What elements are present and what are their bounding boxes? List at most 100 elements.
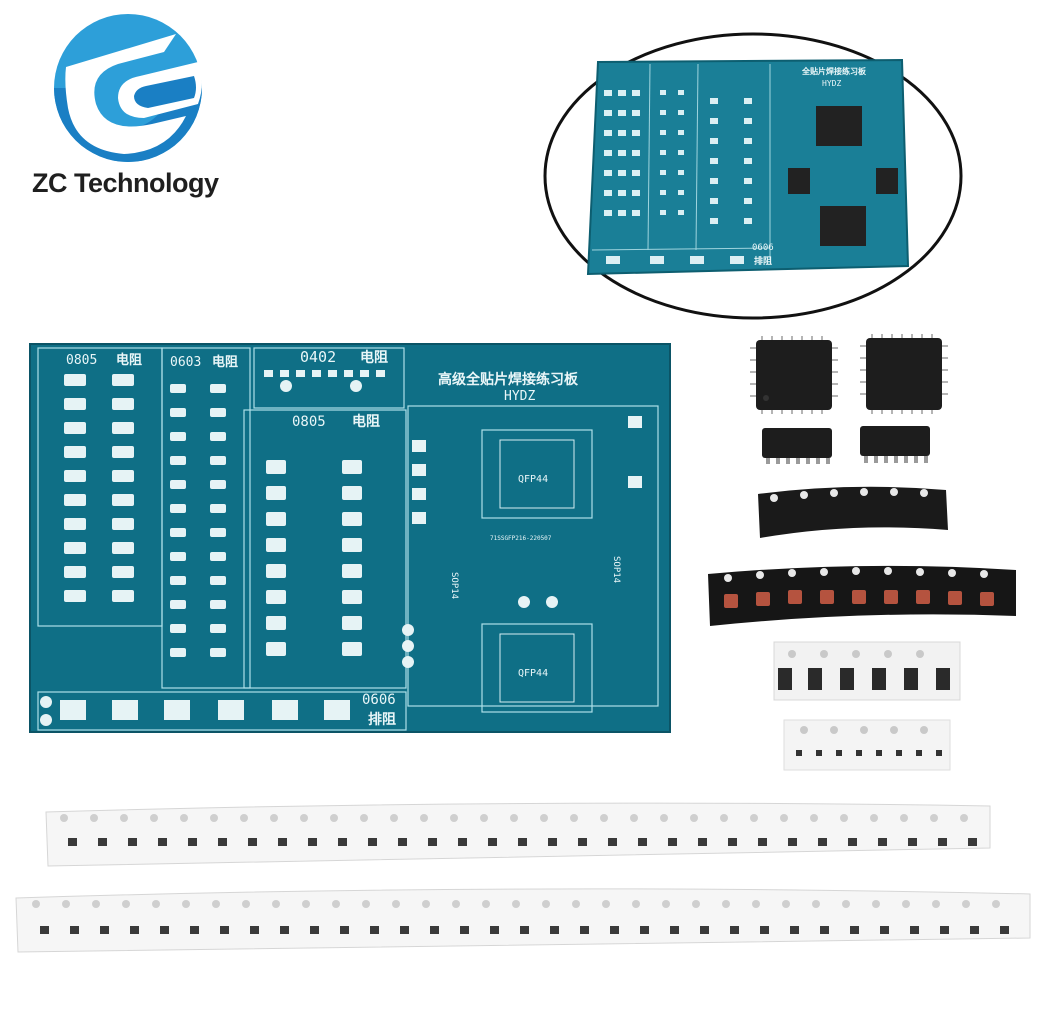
resistor-tape-long-2 [15,888,1031,953]
tape-hole [120,814,128,822]
resistor-0402-tape-strip [783,719,951,771]
board-subtitle: HYDZ [504,389,535,404]
inset-title: 全贴片焊接练习板 [801,66,867,76]
smd-resistor [338,838,347,846]
tape-hole [152,900,160,908]
smd-resistor [368,838,377,846]
smd-resistor [128,838,137,846]
smd-resistor [820,926,829,934]
tape-hole [660,814,668,822]
tape-hole [240,814,248,822]
tape-hole [422,900,430,908]
tape-hole [812,900,820,908]
practice-pcb-board: 0805 电阻 0603 电阻 0402 电阻 0805 电阻 高级全贴片焊接练… [29,343,671,733]
tape-hole [60,814,68,822]
resistor-label-a: 电阻 [116,352,142,368]
brand-name: ZC Technology [32,168,219,198]
tape-hole [300,814,308,822]
tape-hole [752,900,760,908]
tape-hole [180,814,188,822]
section-0805-b: 0805 [292,414,326,430]
tape-hole [930,814,938,822]
smd-resistor [608,838,617,846]
inset-label-0606: 0606 [752,243,774,253]
qfp44-footprint-bottom: QFP44 [481,623,593,713]
resistor-label-c: 电阻 [360,349,388,366]
smd-resistor [280,926,289,934]
pad-array-0402 [264,370,385,392]
tape-hole [632,900,640,908]
smd-resistor [398,838,407,846]
tape-hole [182,900,190,908]
tape-hole [450,814,458,822]
smd-resistor [880,926,889,934]
smd-resistor [100,926,109,934]
tape-hole [690,814,698,822]
section-0402: 0402 [300,348,336,366]
inset-board-photo: 全贴片焊接练习板 HYDZ 0606 排阻 [543,32,963,320]
tape-hole [992,900,1000,908]
resistor-label-b: 电阻 [212,354,238,370]
qfp44-footprint-top: QFP44 [481,429,593,519]
smd-resistor [430,926,439,934]
smd-resistor [668,838,677,846]
tape-hole [270,814,278,822]
smd-resistor [340,926,349,934]
tape-hole [242,900,250,908]
chip-label-bottom: QFP44 [518,668,548,679]
smd-resistor [160,926,169,934]
tape-hole [872,900,880,908]
smd-resistor [968,838,977,846]
inset-label-array: 排阻 [754,255,772,267]
smd-resistor [970,926,979,934]
smd-resistor [158,838,167,846]
tape-hole [842,900,850,908]
tape-hole [662,900,670,908]
smd-resistor [640,926,649,934]
tape-hole [90,814,98,822]
tape-hole [272,900,280,908]
tape-hole [540,814,548,822]
pad-array-0603 [170,384,226,657]
tape-hole [600,814,608,822]
inset-subtitle: HYDZ [822,79,841,88]
smd-resistor [520,926,529,934]
chip-label-top: QFP44 [518,474,548,485]
smd-resistor [550,926,559,934]
resistor-label-d: 电阻 [352,413,380,430]
tape-hole [810,814,818,822]
smd-resistor [670,926,679,934]
tape-hole [960,814,968,822]
tape-hole [330,814,338,822]
smd-resistor [758,838,767,846]
section-0603: 0603 [170,355,201,370]
smd-resistor [40,926,49,934]
section-0805-a: 0805 [66,353,97,368]
tape-hole [780,814,788,822]
tape-hole [870,814,878,822]
smd-resistor [940,926,949,934]
tape-hole [542,900,550,908]
smd-resistor [278,838,287,846]
tape-hole [332,900,340,908]
smd-resistor [460,926,469,934]
tape-hole [782,900,790,908]
smd-resistor [610,926,619,934]
smd-resistor [518,838,527,846]
pad-array-0805-b [266,460,362,656]
smd-resistor [130,926,139,934]
qfp-chip-icon [860,334,948,414]
tape-hole [390,814,398,822]
smd-resistor [248,838,257,846]
tape-hole [62,900,70,908]
tape-hole [900,814,908,822]
smd-resistor [698,838,707,846]
smd-resistor [428,838,437,846]
tape-hole [420,814,428,822]
section-0606: 0606 [362,692,396,708]
smd-resistor [728,838,737,846]
smd-resistor [68,838,77,846]
tape-hole [92,900,100,908]
tape-hole [122,900,130,908]
resistor-tape-long-1 [45,802,991,867]
